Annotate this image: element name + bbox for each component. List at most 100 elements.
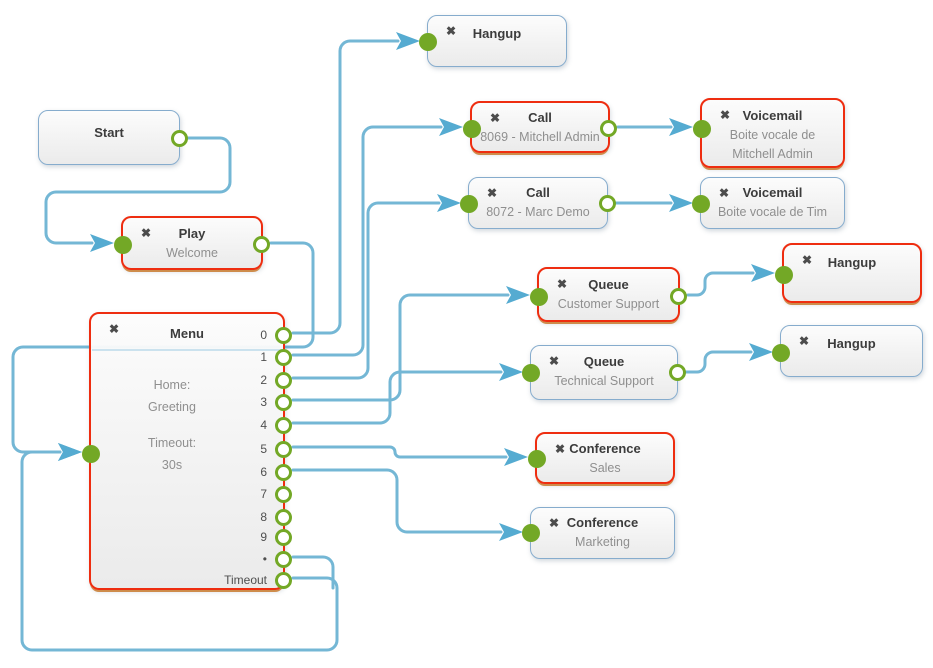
output-port[interactable] bbox=[275, 393, 292, 411]
output-port[interactable] bbox=[275, 550, 292, 568]
node-title: Call bbox=[528, 110, 552, 125]
input-port[interactable] bbox=[528, 450, 546, 468]
node-hangup-top[interactable]: ✖ Hangup bbox=[419, 15, 567, 67]
output-port[interactable] bbox=[275, 571, 292, 589]
output-port[interactable] bbox=[275, 485, 292, 503]
menu-port-label: 3 bbox=[260, 395, 267, 409]
input-port[interactable] bbox=[114, 236, 132, 254]
node-hangup-queue-2[interactable]: ✖ Hangup bbox=[772, 325, 923, 377]
output-port[interactable] bbox=[275, 508, 292, 526]
menu-port-label: 0 bbox=[260, 328, 267, 342]
node-subtitle: Technical Support bbox=[554, 374, 654, 388]
output-port[interactable] bbox=[275, 326, 292, 344]
wire-menu-3-to-queue-customer[interactable] bbox=[291, 286, 530, 402]
menu-timeout-label: Timeout: bbox=[147, 436, 197, 450]
node-title: Call bbox=[526, 185, 550, 200]
delete-icon[interactable]: ✖ bbox=[719, 186, 730, 200]
menu-port-label: 5 bbox=[260, 442, 267, 456]
output-port[interactable] bbox=[275, 440, 292, 458]
node-title: Voicemail bbox=[742, 185, 803, 200]
wire-menu-6-to-conference-marketing[interactable] bbox=[291, 468, 523, 541]
menu-timeout-value: 30s bbox=[161, 458, 183, 472]
node-title: Conference bbox=[569, 441, 641, 456]
input-port[interactable] bbox=[772, 344, 790, 362]
node-title: Voicemail bbox=[742, 108, 803, 123]
wire-menu-timeout-loop[interactable] bbox=[20, 443, 339, 652]
node-conference-marketing[interactable]: ✖ Conference Marketing bbox=[522, 507, 675, 559]
node-subtitle: 8072 - Marc Demo bbox=[486, 205, 590, 219]
node-start[interactable]: Start bbox=[38, 110, 188, 165]
output-port[interactable] bbox=[275, 416, 292, 434]
output-port[interactable] bbox=[670, 288, 687, 305]
input-port[interactable] bbox=[463, 120, 481, 138]
delete-icon[interactable]: ✖ bbox=[141, 226, 152, 240]
node-subtitle: Sales bbox=[589, 461, 621, 475]
delete-icon[interactable]: ✖ bbox=[802, 253, 813, 267]
node-call-marc[interactable]: ✖ Call 8072 - Marc Demo bbox=[460, 177, 616, 229]
node-title: Hangup bbox=[827, 336, 876, 351]
delete-icon[interactable]: ✖ bbox=[720, 108, 731, 122]
node-queue-customer[interactable]: ✖ Queue Customer Support bbox=[530, 267, 687, 322]
delete-icon[interactable]: ✖ bbox=[446, 24, 457, 38]
input-port[interactable] bbox=[82, 445, 100, 463]
delete-icon[interactable]: ✖ bbox=[549, 516, 560, 530]
menu-divider bbox=[92, 349, 282, 351]
menu-settings: Home: Greeting Timeout: 30s bbox=[91, 374, 253, 476]
output-port[interactable] bbox=[275, 348, 292, 366]
menu-port-label: 1 bbox=[260, 350, 267, 364]
delete-icon[interactable]: ✖ bbox=[490, 111, 501, 125]
node-title: Play bbox=[178, 226, 206, 241]
node-queue-technical[interactable]: ✖ Queue Technical Support bbox=[522, 345, 686, 400]
output-port[interactable] bbox=[253, 236, 270, 253]
wire-menu-5-to-conference-sales[interactable] bbox=[291, 445, 528, 466]
output-port[interactable] bbox=[275, 528, 292, 546]
wire-menu-4-to-queue-technical[interactable] bbox=[291, 363, 523, 425]
output-port[interactable] bbox=[171, 130, 188, 147]
menu-home-value: Greeting bbox=[148, 400, 196, 414]
wire-menu-2-to-call-marc[interactable] bbox=[291, 194, 461, 380]
input-port[interactable] bbox=[692, 195, 710, 213]
delete-icon[interactable]: ✖ bbox=[555, 442, 566, 456]
node-conference-sales[interactable]: ✖ Conference Sales bbox=[528, 432, 675, 484]
wire-menu-0-to-hangup-top[interactable] bbox=[291, 32, 420, 335]
input-port[interactable] bbox=[460, 195, 478, 213]
output-port[interactable] bbox=[600, 120, 617, 137]
menu-port-label: Timeout bbox=[224, 573, 267, 587]
wire-start-to-play[interactable] bbox=[44, 136, 232, 252]
input-port[interactable] bbox=[530, 288, 548, 306]
menu-port-label: • bbox=[262, 552, 267, 566]
wire-menu-star-loop[interactable] bbox=[291, 555, 335, 590]
output-port[interactable] bbox=[275, 371, 292, 389]
node-title: Conference bbox=[566, 515, 639, 530]
input-port[interactable] bbox=[693, 120, 711, 138]
node-hangup-queue-1[interactable]: ✖ Hangup bbox=[775, 243, 922, 303]
input-port[interactable] bbox=[522, 364, 540, 382]
node-play[interactable]: ✖ Play Welcome bbox=[114, 216, 270, 270]
menu-port-label: 2 bbox=[260, 373, 267, 387]
node-subtitle: Customer Support bbox=[557, 297, 660, 311]
delete-icon[interactable]: ✖ bbox=[557, 277, 568, 291]
node-subtitle: Boite vocale de Mitchell Admin bbox=[729, 128, 816, 161]
delete-icon[interactable]: ✖ bbox=[549, 354, 560, 368]
output-port[interactable] bbox=[275, 463, 292, 481]
wire-queue-technical-to-hangup[interactable] bbox=[684, 343, 773, 374]
wire-queue-customer-to-hangup[interactable] bbox=[686, 264, 775, 297]
node-voicemail-tim[interactable]: ✖ Voicemail Boite vocale de Tim bbox=[692, 177, 845, 229]
output-port[interactable] bbox=[669, 364, 686, 381]
node-call-mitchell[interactable]: ✖ Call 8069 - Mitchell Admin bbox=[463, 101, 617, 153]
menu-port-label: 6 bbox=[260, 465, 267, 479]
delete-icon[interactable]: ✖ bbox=[799, 334, 810, 348]
node-voicemail-mitchell[interactable]: ✖ Voicemail Boite vocale de Mitchell Adm… bbox=[693, 98, 845, 168]
delete-icon[interactable]: ✖ bbox=[109, 322, 120, 336]
input-port[interactable] bbox=[419, 33, 437, 51]
wire-menu-1-to-call-mitchell[interactable] bbox=[291, 118, 463, 357]
delete-icon[interactable]: ✖ bbox=[487, 186, 498, 200]
input-port[interactable] bbox=[775, 266, 793, 284]
output-port[interactable] bbox=[599, 195, 616, 212]
menu-port-label: 4 bbox=[260, 418, 267, 432]
node-title: Hangup bbox=[827, 255, 877, 270]
input-port[interactable] bbox=[522, 524, 540, 542]
